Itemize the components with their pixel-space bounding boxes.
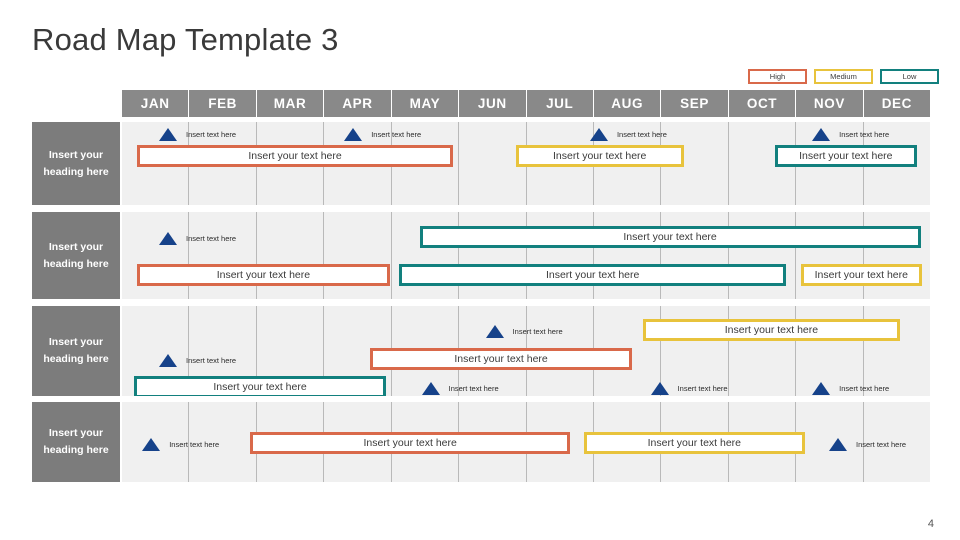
month-cell-apr: APR (324, 90, 392, 117)
swimlane-body: Insert your text here Insert your text he… (122, 122, 930, 205)
milestone-triangle-icon (159, 231, 178, 245)
milestone-label: Insert text here (448, 383, 499, 393)
milestone-triangle-icon (421, 381, 440, 395)
task-bar-high[interactable]: Insert your text here (369, 348, 633, 370)
milestone-label: Insert text here (839, 383, 890, 393)
legend-chip-high[interactable]: High (748, 69, 807, 84)
month-cell-jan: JAN (122, 90, 190, 117)
legend-chip-medium[interactable]: Medium (814, 69, 873, 84)
milestone-label: Insert text here (512, 326, 563, 336)
milestone[interactable]: Insert text here (344, 125, 421, 143)
milestone-label: Insert text here (616, 129, 667, 139)
task-bar-low[interactable]: Insert your text here (134, 376, 386, 396)
page-title: Road Map Template 3 (32, 22, 339, 57)
milestone[interactable]: Insert text here (159, 229, 236, 247)
month-cell-nov: NOV (796, 90, 864, 117)
month-cell-mar: MAR (256, 90, 325, 117)
month-cell-dec: DEC (863, 90, 931, 117)
swimlane-body: Insert your text here Insert your text he… (122, 402, 930, 482)
month-cell-jun: JUN (459, 90, 527, 117)
task-bar-medium[interactable]: Insert your text here (515, 145, 684, 167)
month-cell-feb: FEB (189, 90, 257, 117)
milestone-label: Insert text here (186, 129, 237, 139)
milestone-triangle-icon (159, 127, 178, 141)
task-bar-high[interactable]: Insert your text here (249, 432, 571, 454)
milestone-label: Insert text here (677, 383, 728, 393)
milestone-triangle-icon (650, 381, 669, 395)
milestone-label: Insert text here (186, 355, 237, 365)
task-bar-medium[interactable]: Insert your text here (583, 432, 805, 454)
milestone-triangle-icon (485, 324, 504, 338)
milestone[interactable]: Insert text here (589, 125, 667, 143)
milestone[interactable]: Insert text here (812, 125, 889, 143)
milestone-triangle-icon (812, 127, 831, 141)
legend-chip-low[interactable]: Low (880, 69, 939, 84)
milestone-triangle-icon (344, 127, 363, 141)
milestone-triangle-icon (829, 437, 847, 451)
page-number: 4 (927, 518, 934, 530)
month-cell-aug: AUG (593, 90, 662, 117)
milestone-label: Insert text here (371, 129, 422, 139)
month-cell-oct: OCT (728, 90, 797, 117)
milestone-triangle-icon (812, 381, 831, 395)
milestone[interactable]: Insert text here (485, 322, 563, 340)
task-bar-high[interactable]: Insert your text here (136, 145, 454, 167)
milestone[interactable]: Insert text here (142, 435, 219, 453)
milestone-label: Insert text here (186, 233, 237, 243)
milestone[interactable]: Insert text here (159, 351, 236, 369)
task-bar-high[interactable]: Insert your text here (136, 264, 390, 286)
milestone-label: Insert text here (169, 439, 220, 449)
row-heading[interactable]: Insert your heading here (32, 122, 120, 205)
milestone[interactable]: Insert text here (650, 379, 728, 396)
row-heading[interactable]: Insert your heading here (32, 402, 120, 482)
milestone-label: Insert text here (856, 439, 907, 449)
row-heading[interactable]: Insert your heading here (32, 306, 120, 396)
month-cell-sep: SEP (661, 90, 729, 117)
month-cell-may: MAY (391, 90, 460, 117)
milestone[interactable]: Insert text here (421, 379, 499, 396)
task-bar-low[interactable]: Insert your text here (399, 264, 786, 286)
milestone-label: Insert text here (839, 129, 890, 139)
milestone-triangle-icon (142, 437, 161, 451)
milestone[interactable]: Insert text here (159, 125, 236, 143)
milestone[interactable]: Insert text here (812, 379, 889, 396)
milestone-triangle-icon (159, 353, 178, 367)
row-heading[interactable]: Insert your heading here (32, 212, 120, 299)
task-bar-medium[interactable]: Insert your text here (643, 319, 900, 341)
milestone[interactable]: Insert text here (829, 435, 906, 453)
milestone-triangle-icon (589, 127, 608, 141)
task-bar-low[interactable]: Insert your text here (419, 226, 921, 248)
task-bar-medium[interactable]: Insert your text here (800, 264, 922, 286)
priority-legend: High Medium Low (748, 69, 939, 84)
task-bar-low[interactable]: Insert your text here (775, 145, 917, 167)
month-cell-jul: JUL (526, 90, 594, 117)
